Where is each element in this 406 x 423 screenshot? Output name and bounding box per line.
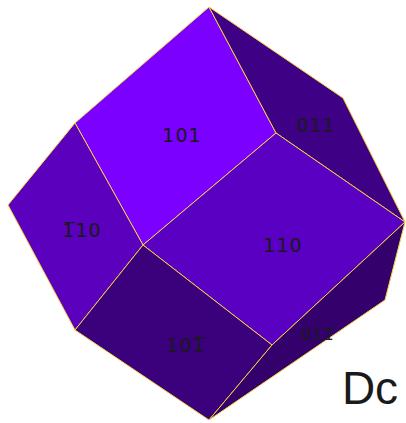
miller-index: 011 (296, 112, 335, 139)
miller-index: 1̅10 (62, 217, 101, 244)
miller-index: 011̅ (301, 324, 335, 346)
miller-index: 101̅ (166, 332, 205, 359)
face-01m1 (209, 222, 405, 420)
caption-fragment: Dc (342, 356, 398, 420)
miller-index: 110 (263, 232, 302, 259)
miller-index: 101 (162, 122, 201, 149)
